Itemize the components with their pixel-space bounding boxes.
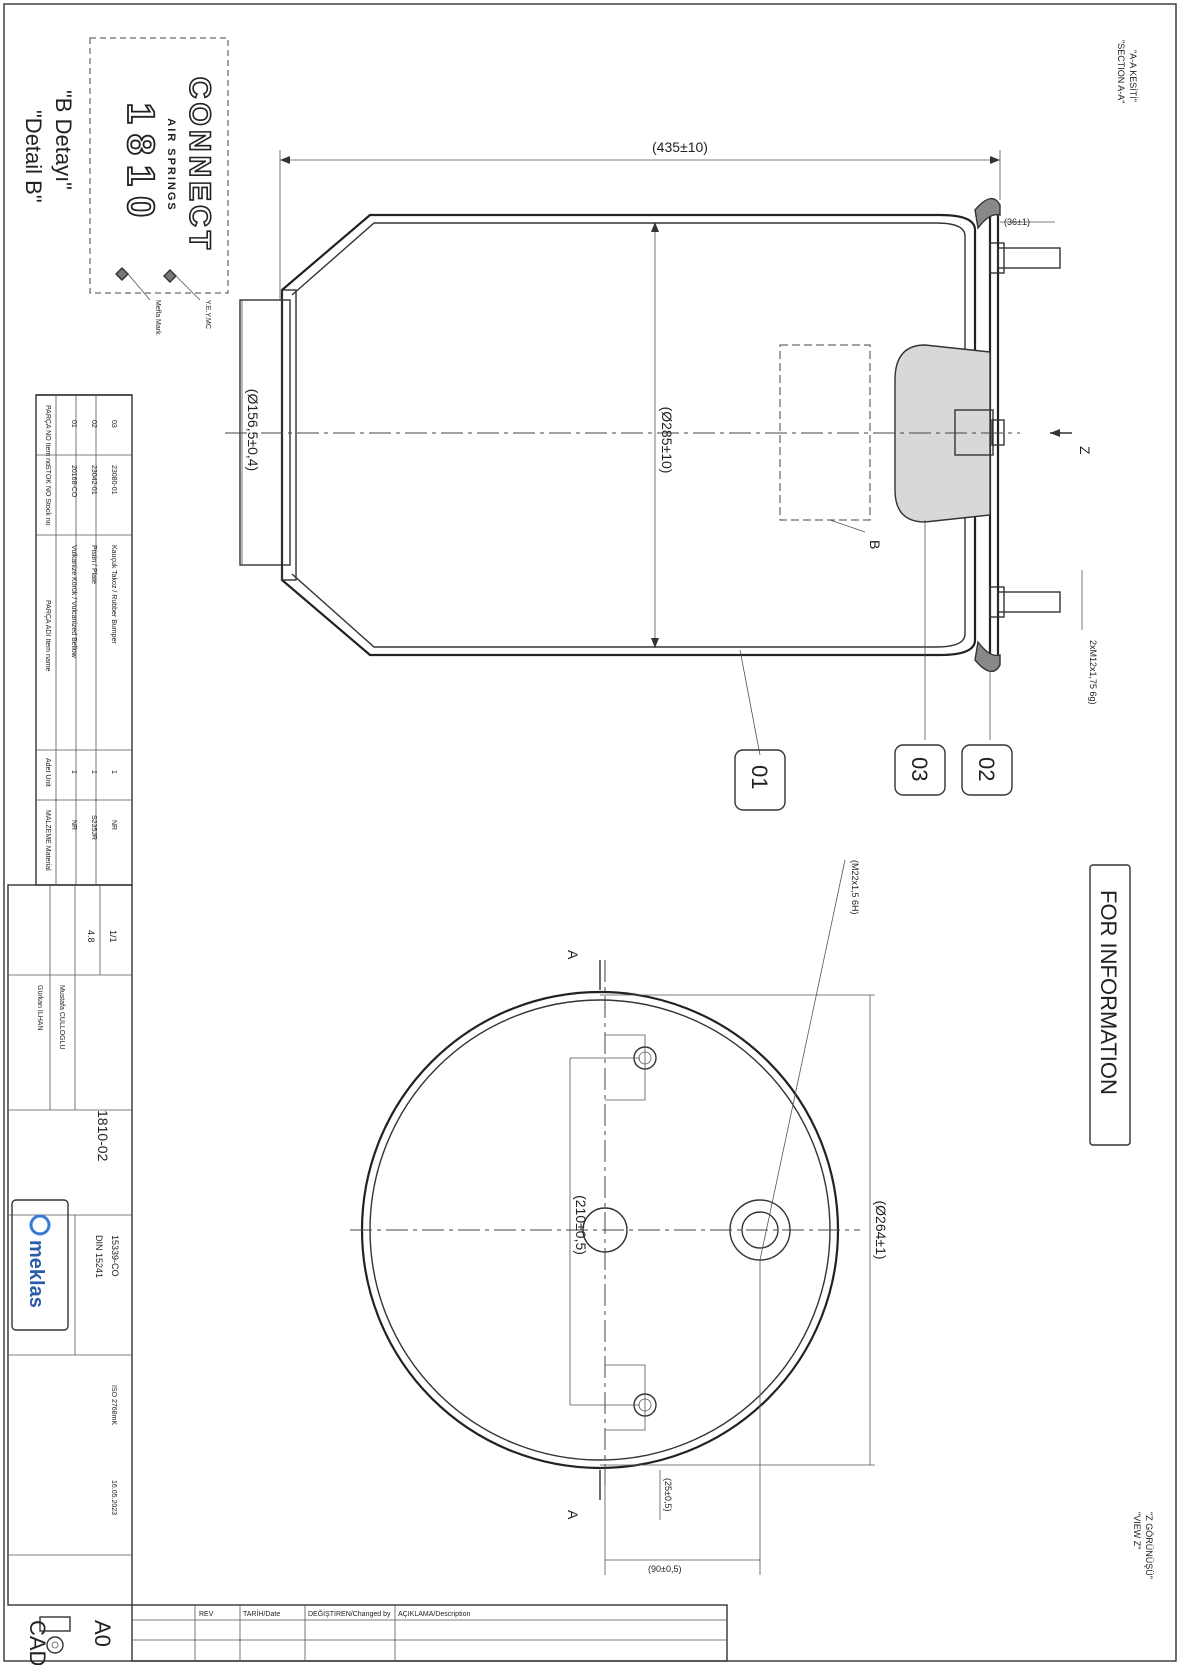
revision-header-changed: DEĞİŞTİREN/Changed by [308,1609,391,1618]
dim-thread-top: (M22x1,5 6H) [850,860,860,915]
title-drawn-by: Mustafa CULLOGLU [58,985,65,1050]
parts-table: PARÇA NO Item no STOK NO Stock no PARÇA … [35,394,133,886]
logo-subtitle: AIR SPRINGS [165,118,177,212]
projection-symbol-icon [39,1616,71,1654]
cell: Kauçuk Takoz / Rubber Bumper [110,545,117,644]
balloon-01-label: 01 [747,765,772,789]
cell: 03 [110,420,117,428]
cell: Pistin / Plate [90,545,97,584]
title-block: 1/1 4.8 1810-02 Mustafa CULLOGLU Gürkan … [7,884,133,1666]
parts-row-02: 02 23042-01 Pistin / Plate 1 S235JR [90,420,97,840]
dim-offset-big: (90±0,5) [648,1564,681,1574]
revision-table: REV TARİH/Date DEĞİŞTİREN/Changed by AÇI… [131,1604,728,1662]
cell: NR [70,820,77,830]
dim-body-diameter: (Ø285±10) [659,407,675,474]
title-weight: 4.8 [86,930,96,943]
balloon-03-label: 03 [907,757,932,781]
balloon-02-label: 02 [974,757,999,781]
title-checked-by: Gürkan İLHAN [36,985,45,1031]
revision-header-desc: AÇIKLAMA/Description [398,1611,470,1618]
title-scale: 1/1 [108,930,118,943]
section-aa-line1: "A-A KESİTİ" [1128,50,1138,102]
view-z-line2: "VIEW Z" [1132,1512,1142,1549]
mark-label-2: Mefla Mark [154,300,161,335]
title-cad: CAD [25,1620,50,1665]
dim-stud-spacing: (210±0,5) [573,1195,589,1255]
title-standard: DIN 15241 [94,1235,104,1278]
detail-b-ref: B [867,540,883,549]
dim-flange: (36±1) [1004,217,1030,227]
parts-row-01: 01 20168-CO Vulkanize Körük / Vulcanized… [70,420,77,830]
balloon-02: 02 [961,744,1013,796]
connect-logo-box: CONNECT AIR SPRINGS 1810 Y.E.Y.MC Mefla … [89,37,229,335]
revision-header-date: TARİH/Date [243,1609,280,1618]
section-mark-top: A [565,950,581,960]
cell: 20168-CO [70,465,77,498]
view-z-line1: "Z GÖRÜNÜŞÜ" [1144,1512,1154,1579]
dim-offset-small: (25±0,5) [663,1478,673,1511]
detail-b-turkish: "B Detayı" [51,90,76,190]
dim-height: (435±10) [652,139,708,155]
cell: 23042-01 [90,465,97,495]
title-date: 16.05.2023 [110,1480,117,1515]
cell: 1 [70,770,77,774]
sheet-frame [3,3,1177,1662]
section-mark-bottom: A [565,1510,581,1520]
parts-header-material: MALZEME Material [44,810,51,871]
meklas-logo: meklas [11,1199,69,1331]
meklas-logo-text: meklas [25,1240,47,1308]
detail-b-english: "Detail B" [21,110,46,203]
cell: NR [110,820,117,830]
revision-header-rev: REV [199,1611,214,1618]
view-z-drawing: (210±0,5) (Ø264±1) (M22x1,5 6H) (25±0,5)… [350,859,889,1575]
balloon-03: 03 [894,744,946,796]
cell: 23080-01 [110,465,117,495]
balloon-01: 01 [734,749,786,811]
mark-diamond-2 [115,267,151,301]
section-aa-caption: "A-A KESİTİ" "SECTION A-A" [1116,40,1138,103]
cell: Vulkanize Körük / Vulcanized Bellow [70,545,77,659]
cell: 1 [90,770,97,774]
parts-row-03: 03 23080-01 Kauçuk Takoz / Rubber Bumper… [110,420,117,830]
cell: S235JR [90,815,97,840]
cell: 01 [70,420,77,428]
for-information-label: FOR INFORMATION [1096,890,1121,1095]
parts-header-unit: Adet Unit [44,758,51,787]
cell: 02 [90,420,97,428]
parts-header-stock-no: STOK NO Stock no [44,465,51,526]
title-sheet-size: A0 [90,1620,115,1647]
title-stock-code: 15339-CO [110,1235,120,1277]
title-part-no: 1810-02 [95,1110,111,1162]
mark-diamond-1 [163,269,201,301]
logo-brand: CONNECT [183,77,216,253]
title-drawing-no: ISO 2768mK [110,1385,117,1425]
parts-header-item-no: PARÇA NO Item no [44,405,51,466]
cell: 1 [110,770,117,774]
dim-plate-diameter: (Ø264±1) [873,1200,889,1259]
view-z-caption: "Z GÖRÜNÜŞÜ" "VIEW Z" [1132,1512,1154,1579]
mark-label-1: Y.E.Y.MC [204,300,211,329]
dim-thread-bottom: 2xM12x1,75 6g) [1088,640,1098,705]
parts-header-item-name: PARÇA ADI Item name [44,600,51,672]
for-information-stamp: FOR INFORMATION [1089,864,1131,1146]
dim-piston-diameter: (Ø156,5±0,4) [245,389,261,471]
parts-table-header: PARÇA NO Item no STOK NO Stock no PARÇA … [44,405,51,871]
section-aa-drawing: (435±10) (Ø285±10) (Ø156,5±0,4) [225,139,1098,756]
detail-b-caption: "B Detayı" "Detail B" [21,90,76,203]
section-aa-line2: "SECTION A-A" [1116,40,1126,103]
logo-model-code: 1810 [119,103,161,228]
view-arrow-z: Z [1077,446,1093,455]
